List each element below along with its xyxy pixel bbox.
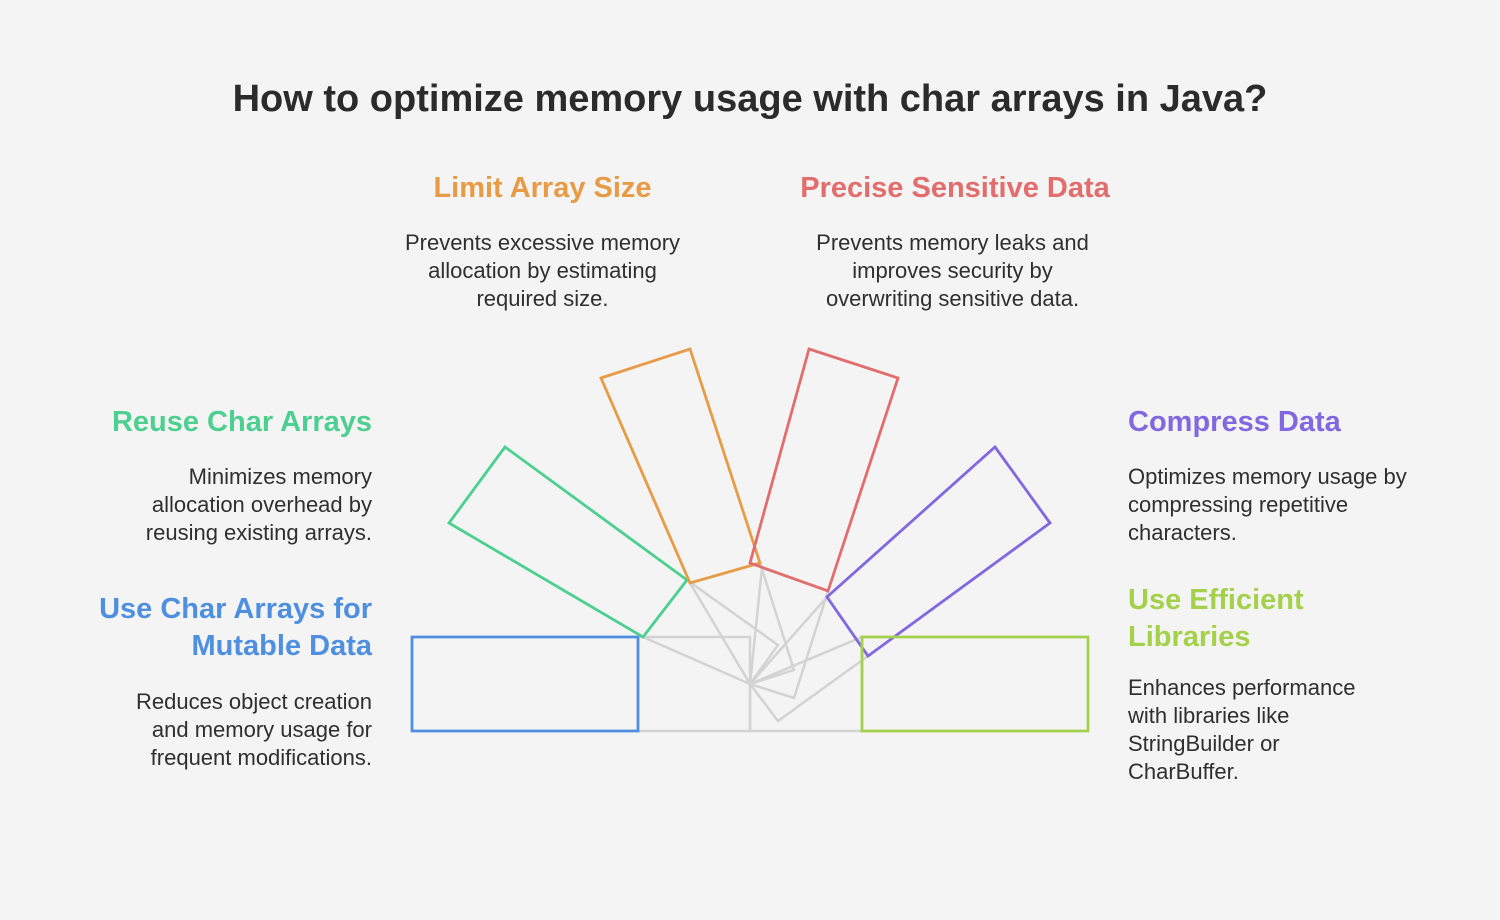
limit-heading: Limit Array Size (433, 172, 652, 204)
connector-reuse (641, 578, 780, 686)
compress-heading: Compress Data (1128, 406, 1341, 438)
blade-libraries (860, 635, 1090, 733)
blade-mutable (410, 635, 640, 733)
connector-libraries (748, 635, 864, 733)
diagram-title: How to optimize memory usage with char a… (232, 78, 1268, 120)
limit-description: Prevents excessive memory allocation by … (404, 230, 681, 311)
mutable-description: Reduces object creation and memory usage… (135, 689, 372, 770)
libraries-description: Enhances performance with libraries like… (1128, 675, 1356, 784)
reuse-heading: Reuse Char Arrays (111, 406, 372, 438)
blade-compress (825, 444, 1052, 658)
compress-description: Optimizes memory usage by compressing re… (1128, 464, 1407, 545)
blade-precise (748, 347, 900, 593)
connector-mutable (636, 635, 752, 733)
reuse-description: Minimizes memory allocation overhead by … (145, 464, 372, 545)
precise-heading: Precise Sensitive Data (800, 172, 1110, 204)
precise-description: Prevents memory leaks and improves secur… (816, 230, 1089, 311)
blade-reuse (446, 445, 689, 639)
blade-limit (599, 347, 762, 585)
mutable-heading: Use Char Arrays for Mutable Data (99, 593, 372, 662)
libraries-heading: Use Efficient Libraries (1128, 584, 1304, 653)
